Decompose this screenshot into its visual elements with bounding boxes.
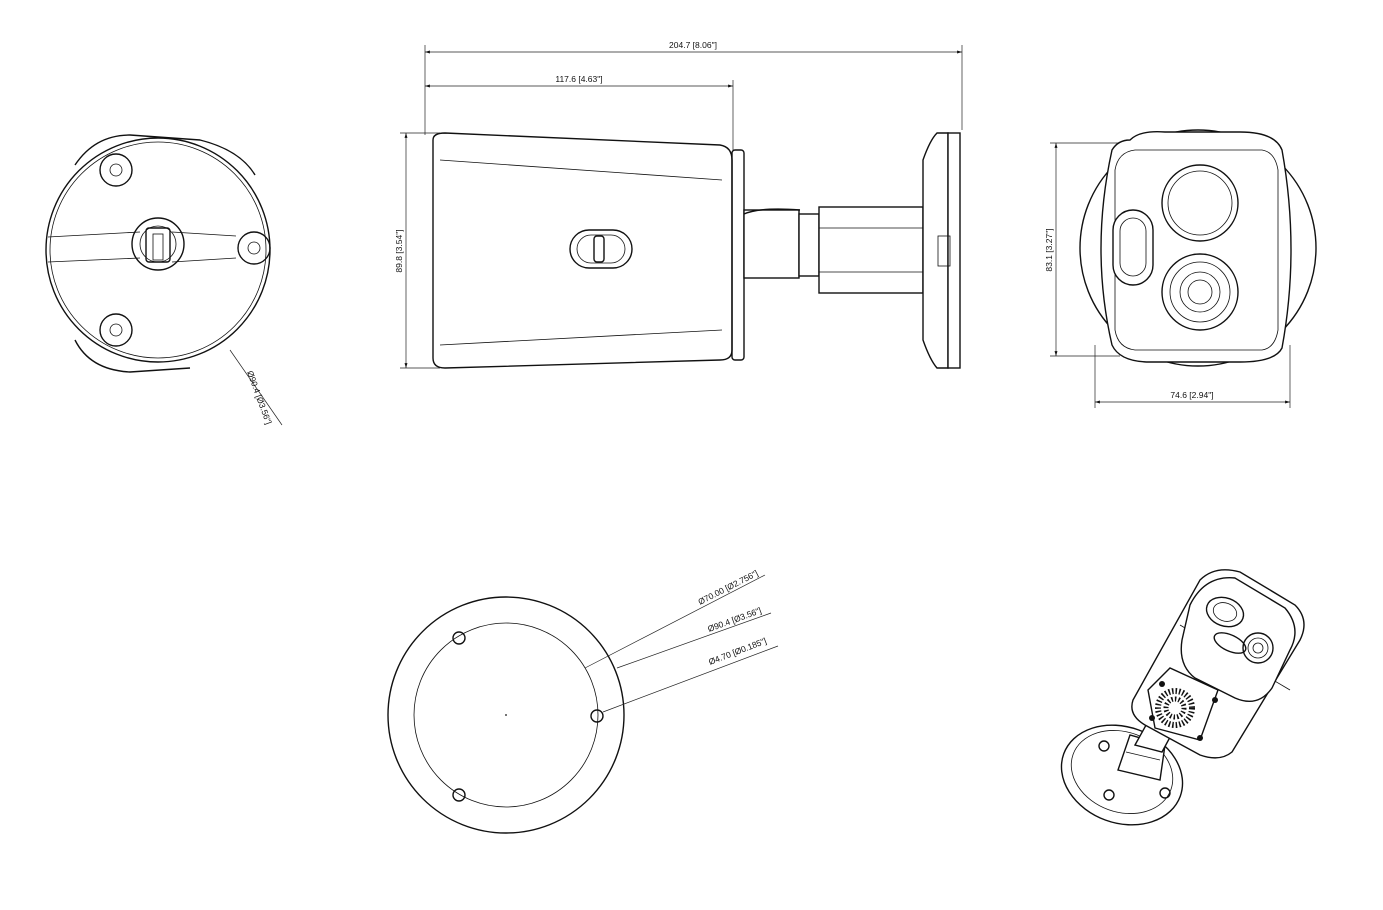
mount-base-view: Ø70.00 [Ø2.756"] Ø90.4 [Ø3.56"] Ø4.70 [Ø…: [387, 568, 779, 834]
width-front-label: 74.6 [2.94"]: [1170, 390, 1213, 400]
isometric-view: [1060, 569, 1305, 826]
height-side-label: 89.8 [3.54"]: [394, 229, 404, 272]
mount-outer-diameter-label: Ø90.4 [Ø3.56"]: [706, 605, 762, 634]
front-view: 83.1 [3.27"] 74.6 [2.94"]: [1044, 129, 1317, 408]
mount-hole-diameter-label: Ø4.70 [Ø0.185"]: [707, 636, 768, 667]
overall-length-label: 204.7 [8.06"]: [669, 40, 717, 50]
mount-inner-diameter-label: Ø70.00 [Ø2.756"]: [696, 568, 759, 607]
body-length-label: 117.6 [4.63"]: [555, 74, 602, 84]
rear-view: Ø90.4 [Ø3.56"]: [45, 134, 283, 426]
rear-diameter-label: Ø90.4 [Ø3.56"]: [245, 369, 274, 425]
height-front-label: 83.1 [3.27"]: [1044, 228, 1054, 271]
side-view: 204.7 [8.06"] 117.6 [4.63"] 89.8 [3.54"]: [394, 40, 963, 369]
